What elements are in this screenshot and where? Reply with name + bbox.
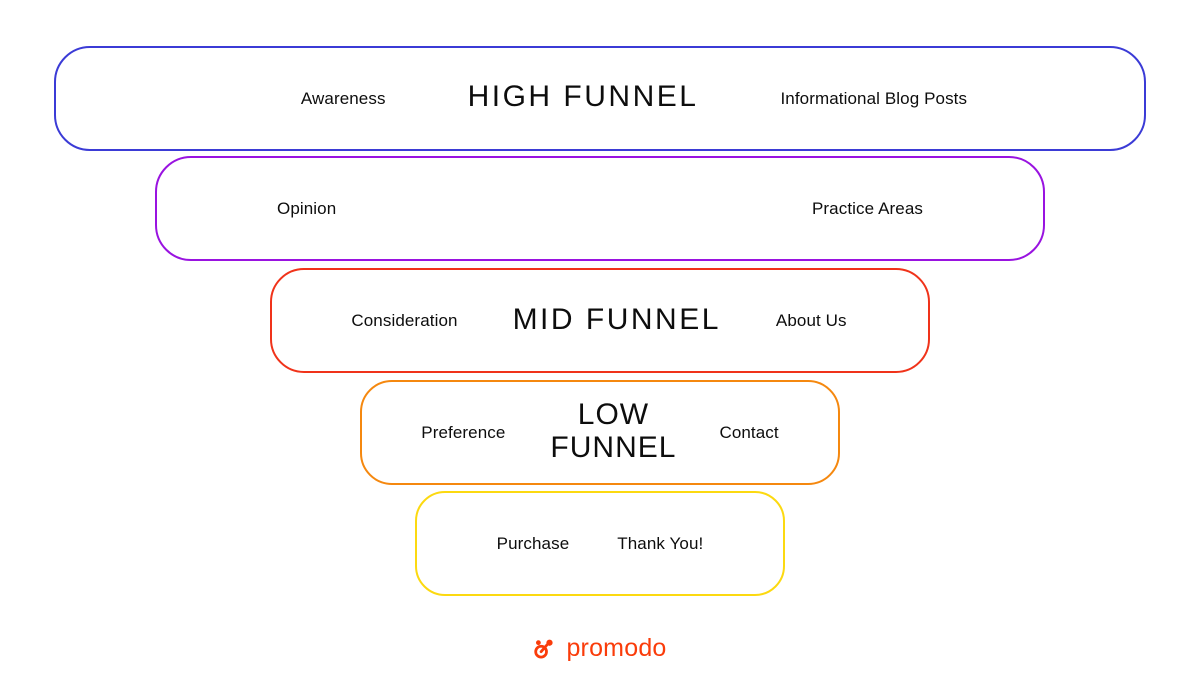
stage-label-consideration: Consideration bbox=[351, 310, 458, 330]
funnel-stage-row-content: Opinion Practice Areas bbox=[157, 158, 1043, 259]
funnel-stage-consideration: Consideration MID FUNNEL About Us bbox=[270, 268, 930, 373]
promodo-logo-dot bbox=[546, 639, 554, 646]
funnel-stage-row-content: Awareness HIGH FUNNEL Informational Blog… bbox=[56, 48, 1144, 149]
funnel-stage-row-content: Consideration MID FUNNEL About Us bbox=[272, 270, 928, 371]
funnel-title-high: HIGH FUNNEL bbox=[467, 80, 699, 114]
funnel-stage-opinion: Opinion Practice Areas bbox=[155, 156, 1045, 261]
funnel-stage-awareness: Awareness HIGH FUNNEL Informational Blog… bbox=[54, 46, 1146, 151]
page-type-label-about-us: About Us bbox=[775, 310, 847, 330]
page-type-label-contact: Contact bbox=[719, 422, 779, 442]
brand-name: promodo bbox=[566, 634, 667, 662]
page-type-label-thank-you: Thank You! bbox=[617, 533, 704, 553]
stage-label-purchase: Purchase bbox=[496, 533, 570, 553]
stage-label-awareness: Awareness bbox=[300, 88, 386, 108]
promodo-logo-ear bbox=[536, 639, 542, 645]
funnel-title-low: LOW FUNNEL bbox=[550, 398, 677, 464]
funnel-stage-purchase: Purchase Thank You! bbox=[415, 491, 785, 596]
brand-footer: promodo bbox=[0, 636, 1200, 661]
funnel-stage-preference: Preference LOW FUNNEL Contact bbox=[360, 380, 840, 485]
funnel-stage-row-content: Purchase Thank You! bbox=[417, 493, 783, 594]
promodo-logo-icon bbox=[534, 639, 554, 658]
stage-label-preference: Preference bbox=[421, 422, 506, 442]
stage-label-opinion: Opinion bbox=[277, 198, 337, 218]
page-type-label-informational-blog-posts: Informational Blog Posts bbox=[780, 88, 968, 108]
page-type-label-practice-areas: Practice Areas bbox=[811, 198, 923, 218]
funnel-stage-row-content: Preference LOW FUNNEL Contact bbox=[362, 382, 838, 483]
funnel-title-mid: MID FUNNEL bbox=[512, 302, 721, 336]
